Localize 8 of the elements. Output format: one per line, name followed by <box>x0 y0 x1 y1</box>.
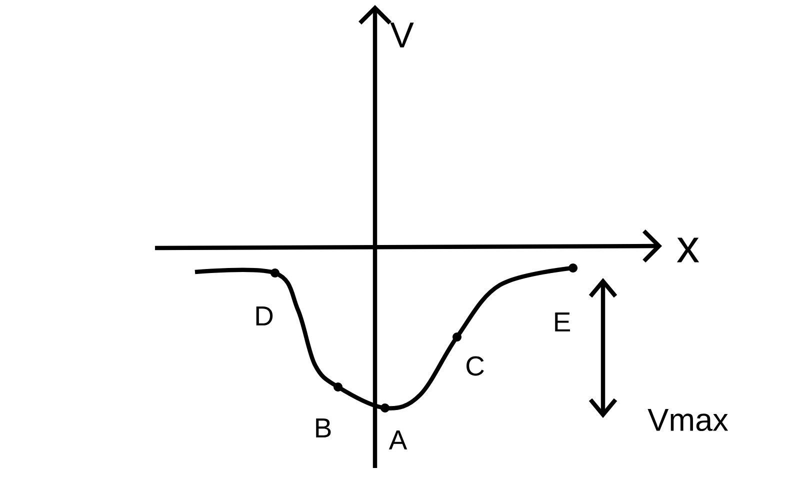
point-label: B <box>316 418 331 438</box>
point-label: D <box>256 306 273 326</box>
point-label: C <box>466 356 484 376</box>
point-label: A <box>388 430 408 450</box>
axis-label: x <box>676 238 700 262</box>
dimension-label: Vmax <box>648 408 728 432</box>
point-label: E <box>555 312 570 332</box>
axis-label: V <box>390 22 414 48</box>
